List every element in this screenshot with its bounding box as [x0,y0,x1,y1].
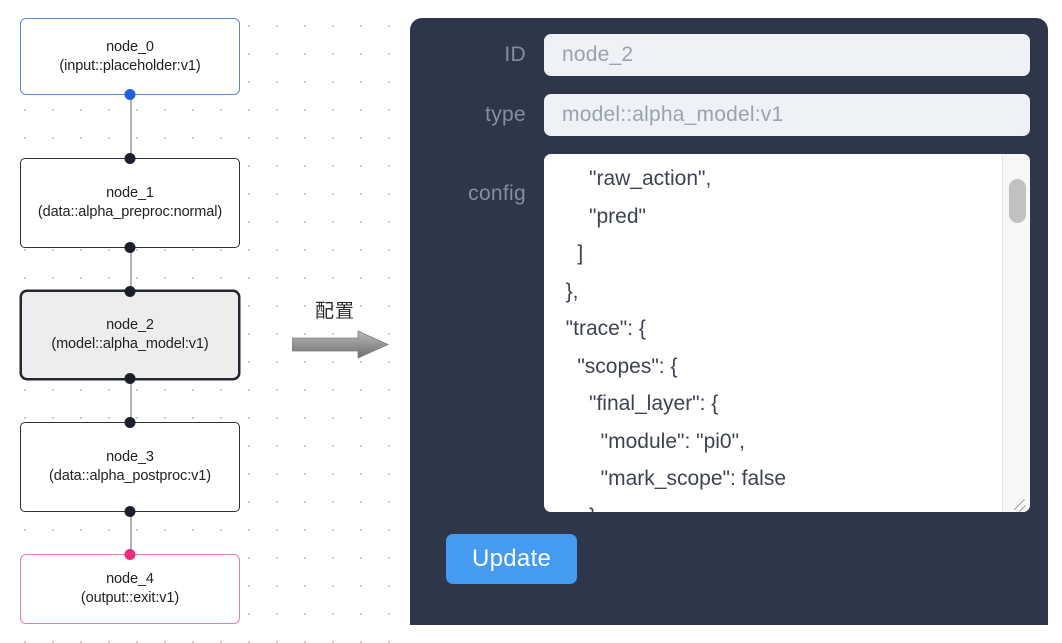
node-handle-source[interactable] [124,506,136,517]
graph-node-node_2[interactable]: node_2 (model::alpha_model:v1) [20,286,240,384]
node-properties-panel: ID node_2 type model::alpha_model:v1 con… [410,18,1048,625]
configure-annotation: 配置 [292,296,396,364]
node-handle-target[interactable] [124,549,136,560]
graph-node-label: node_2 (model::alpha_model:v1) [51,317,209,352]
graph-node-node_1[interactable]: node_1 (data::alpha_preproc:normal) [20,153,240,253]
graph-node-node_3[interactable]: node_3 (data::alpha_postproc:v1) [20,417,240,517]
node-handle-source[interactable] [124,242,136,253]
edge-node2-node3[interactable] [130,380,132,422]
id-field-row: ID node_2 [428,34,1030,76]
arrow-right-icon [292,330,389,359]
type-field-label: type [485,103,526,126]
node-handle-source[interactable] [124,89,136,100]
config-field-label: config [468,182,526,205]
config-scrollbar-thumb[interactable] [1009,179,1026,223]
edge-node0-node1[interactable] [130,95,132,158]
panel-actions: Update [428,530,1030,584]
node-handle-target[interactable] [124,153,136,164]
graph-node-label: node_3 (data::alpha_postproc:v1) [49,449,211,484]
graph-node-label: node_0 (input::placeholder:v1) [59,38,201,74]
graph-node-node_4[interactable]: node_4 (output::exit:v1) [20,549,240,624]
graph-node-node_0[interactable]: node_0 (input::placeholder:v1) [20,18,240,100]
config-textarea-content[interactable]: "raw_action", "pred" ] }, "trace": { "sc… [565,167,786,512]
graph-node-label: node_1 (data::alpha_preproc:normal) [37,185,223,220]
config-scrollbar[interactable] [1002,154,1030,512]
type-input[interactable]: model::alpha_model:v1 [544,94,1030,136]
node-handle-source[interactable] [124,373,136,384]
graph-canvas[interactable]: node_0 (input::placeholder:v1) node_1 (d… [0,0,400,643]
resize-grip-icon[interactable] [1011,494,1027,512]
type-field-row: type model::alpha_model:v1 [428,94,1030,136]
config-textarea[interactable]: "raw_action", "pred" ] }, "trace": { "sc… [544,154,1030,512]
update-button[interactable]: Update [446,534,578,584]
edge-node1-node2[interactable] [130,248,132,290]
id-input[interactable]: node_2 [544,34,1030,76]
id-field-label: ID [504,43,526,66]
node-handle-target[interactable] [124,417,136,428]
edge-node3-node4[interactable] [130,512,132,554]
annotation-label: 配置 [314,300,355,322]
node-handle-target[interactable] [124,286,136,297]
config-field-row: config "raw_action", "pred" ] }, "trace"… [428,154,1030,512]
graph-node-label: node_4 (output::exit:v1) [80,571,180,606]
